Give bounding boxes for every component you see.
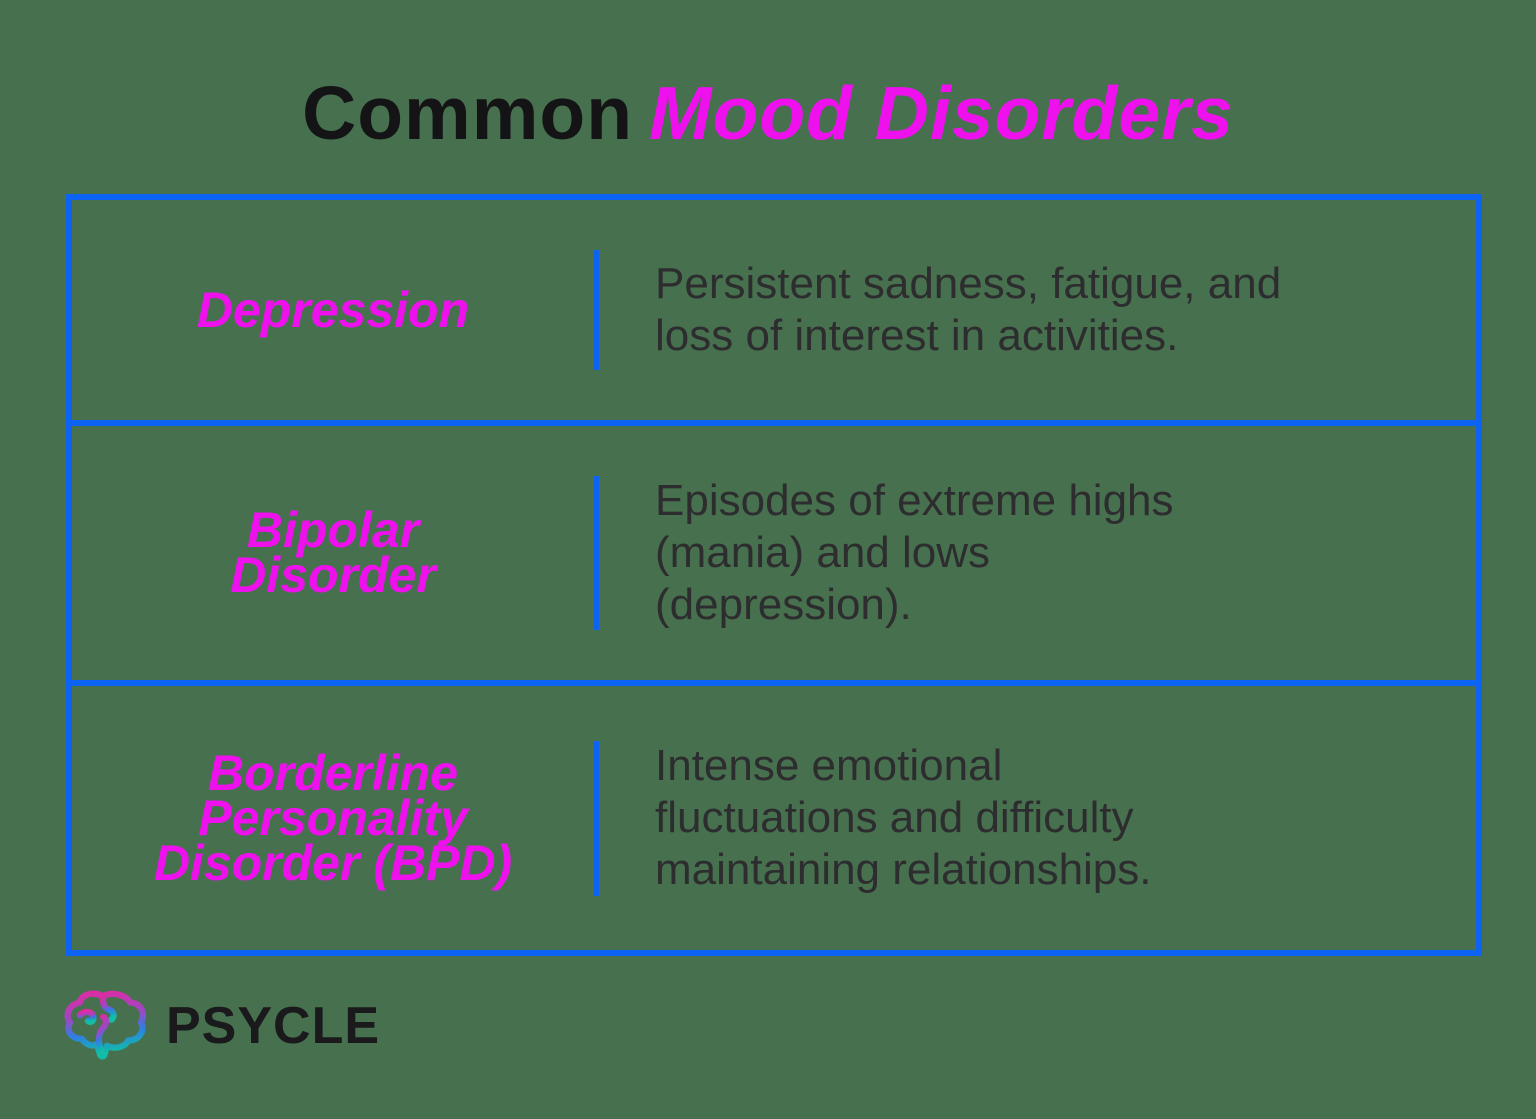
disorder-description-line: Persistent sadness, fatigue, and: [655, 259, 1282, 308]
title-highlight: Mood Disorders: [649, 71, 1234, 155]
disorder-name-line: Bipolar: [246, 502, 420, 558]
disorder-description-line: Intense emotional: [655, 741, 1003, 790]
brain-icon: [64, 990, 146, 1060]
disorder-description-line: (depression).: [655, 580, 912, 629]
disorder-description-line: loss of interest in activities.: [655, 311, 1179, 360]
table-row: Depression Persistent sadness, fatigue, …: [72, 200, 1476, 420]
disorder-description-line: fluctuations and difficulty: [655, 793, 1134, 842]
brand-name: PSYCLE: [166, 997, 381, 1055]
disorder-description-line: Episodes of extreme highs: [655, 476, 1174, 525]
disorder-name-line: Personality: [198, 789, 468, 846]
disorder-name-line: Depression: [196, 281, 470, 338]
disorder-description: Episodes of extreme highs(mania) and low…: [599, 426, 1476, 680]
disorder-name-line: Borderline: [207, 744, 459, 801]
row-divider: [594, 740, 599, 896]
row-divider: [594, 476, 599, 630]
disorder-name-line: Disorder (BPD): [153, 834, 513, 891]
disorder-name: Depression: [72, 200, 594, 420]
disorder-description-line: maintaining relationships.: [655, 845, 1152, 894]
row-divider: [594, 250, 599, 370]
title-prefix: Common: [302, 71, 634, 155]
disorder-name-line: Disorder: [230, 547, 436, 603]
disorders-table: Depression Persistent sadness, fatigue, …: [66, 194, 1482, 956]
disorder-description-line: (mania) and lows: [655, 528, 991, 577]
brand-footer: PSYCLE: [60, 988, 380, 1064]
